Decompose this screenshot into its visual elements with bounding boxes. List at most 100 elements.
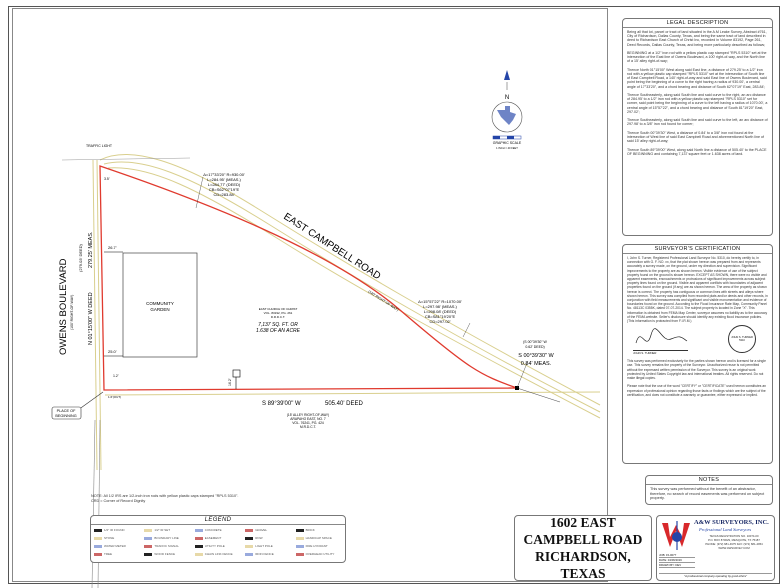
curve2-data: Δ=15°57'22" R=1070.00' L=297.98' (MEAS.)…: [418, 299, 462, 324]
owens-road-edges: [92, 159, 102, 471]
graphic-scale: GRAPHIC SCALE 1 INCH = 40 FEET: [492, 135, 522, 150]
dim-bottom: 25.0': [108, 349, 117, 354]
owner-line: D.R.D.C.T.: [271, 315, 286, 319]
curve1-line: L=284.77' (DEED): [208, 182, 241, 187]
legend-symbol-icon: [94, 552, 102, 556]
job-number: JOB: 15-0077: [659, 553, 695, 558]
owens-name: OWENS BOULEVARD: [58, 258, 69, 355]
pob-line: BEGINNING: [55, 414, 76, 418]
legend-item: TRAFFIC SIGNAL: [142, 542, 192, 550]
legend-item-label: EASEMENT: [204, 536, 222, 540]
curve1-line: CD=283.84': [213, 192, 234, 197]
pob-line: PLACE OF: [57, 409, 76, 413]
east-line-meas-2: 0.84' MEAS.: [521, 361, 552, 367]
legend-symbol-icon: [245, 536, 254, 540]
owens-row: (100' RIGHT-OF-WAY): [70, 295, 74, 330]
legend-symbol-icon: [295, 544, 304, 548]
legend-symbol-icon: [94, 536, 102, 540]
legend-item: 1/2" IR FOUND: [92, 526, 142, 534]
legend-item-label: OVERHEAD UTILITY: [305, 552, 335, 556]
company-info-line: WWW.AWSURVEY.COM: [718, 546, 750, 550]
company-info-line: TEXAS REGISTRATION NO. 10074-00: [709, 534, 759, 538]
dim-small-1: 3.5': [104, 177, 110, 181]
community-garden: [122, 252, 198, 358]
campbell-road-edges: [99, 154, 601, 419]
signature-area: JOHN S. TURNER JOHN S. TURNER 5310: [623, 325, 772, 357]
legal-title: LEGAL DESCRIPTION: [623, 19, 772, 28]
company-tagline: Professional Land Surveyors: [699, 527, 752, 532]
company-motto: "A professional company operating by goo…: [659, 573, 772, 578]
notes-title: NOTES: [646, 476, 772, 485]
legend-item: 1/2" IR SET: [142, 526, 192, 534]
curve1-line: L=284.95' (MEAS.): [207, 177, 241, 182]
east-line-deed: (S 00°39'30" W: [523, 340, 547, 344]
alley-label: (15' ALLEY RIGHT-OF-WAY) ARAPAHO EAST, N…: [287, 413, 329, 429]
legend-item-label: HANDICAP SPACE: [305, 536, 332, 540]
alley-line: VOL. 76241, PG. 424: [292, 421, 324, 425]
dim-out: 1.6'(OUT): [108, 395, 121, 399]
legend-item: IRON FENCE: [243, 550, 293, 558]
area-line: 7,137 SQ. FT. OR: [258, 322, 298, 328]
sheet-border: [8, 6, 780, 584]
legend-item-label: 1/2" IR SET: [154, 528, 171, 532]
curve2-line: CB=S81°19'20"E: [425, 314, 456, 319]
traffic-light-line: [61, 157, 191, 161]
legend-item: GRAVEL: [243, 526, 293, 534]
legend-item-label: WOOD FENCE: [154, 552, 176, 556]
alley-line: ARAPAHO EAST, NO. 7: [290, 417, 326, 421]
legend-symbol-icon: [245, 528, 254, 532]
west-line-deed-dist: (279.03' DEED): [78, 243, 83, 272]
legend-item-label: IRON FENCE: [255, 552, 274, 556]
legend-item: CONCRETE: [193, 526, 243, 534]
legend-item-label: BRICK: [305, 528, 315, 532]
garden-line: GARDEN: [150, 307, 169, 312]
dim-top: 26.7': [108, 245, 117, 250]
east-line-data: (S 00°39'30" W 0.62' DEED) S 00°39'30" W…: [518, 340, 554, 367]
alley-line: M.R.D.C.T.: [300, 425, 316, 429]
legend-item: WOOD FENCE: [142, 550, 192, 558]
legend-item: FIRE HYDRANT: [294, 542, 344, 550]
garden-label: COMMUNITY GARDEN: [146, 301, 174, 312]
legend-item-label: FIRE HYDRANT: [305, 544, 328, 548]
legend-symbol-icon: [94, 544, 102, 548]
owner-line: EAST CHURCH OF CHRIST: [259, 307, 298, 311]
signer-name: JOHN S. TURNER: [633, 350, 688, 355]
legend-item-label: BOUNDARY LINE: [154, 536, 179, 540]
place-of-beginning-tag: PLACE OF BEGINNING: [51, 406, 82, 420]
traffic-light-label: TRAFFIC LIGHT: [86, 144, 113, 148]
drawing-border: [12, 8, 608, 582]
job-date: DATE: 04/06/2016: [659, 558, 695, 563]
company-block: A&W SURVEYORS, INC. Professional Land Su…: [656, 515, 775, 581]
legend-symbol-icon: [144, 544, 153, 548]
south-bearing: S 89°39'00" W: [262, 401, 301, 407]
curve1-line: CB=S62°07'19"E: [209, 187, 240, 192]
sign-icon: [232, 369, 241, 378]
legend-item: HANDICAP SPACE: [294, 534, 344, 542]
curve2-line: Δ=15°57'22" R=1070.00': [418, 299, 462, 304]
certification-text: I, John S. Turner, Registered Profession…: [627, 256, 768, 324]
legend-item-label: CHAIN LINK FENCE: [204, 552, 233, 556]
notes-panel: NOTES This survey was performed without …: [645, 475, 773, 505]
title-block: 1602 EAST CAMPBELL ROAD RICHARDSON, TEXA…: [514, 515, 652, 581]
signature-icon: [635, 328, 688, 344]
alley-line: (15' ALLEY RIGHT-OF-WAY): [287, 413, 329, 417]
legend-symbol-icon: [194, 528, 203, 532]
legend-symbol-icon: [144, 536, 153, 540]
drawing-note: NOTE: All 1/2 IRS are 1/2-inch iron rods…: [91, 494, 239, 503]
curve1-data: Δ=17°33'20" R=930.00' L=284.95' (MEAS.) …: [203, 172, 245, 197]
legend-item-label: UTILITY POLE: [204, 544, 225, 548]
legend-symbol-icon: [295, 536, 304, 540]
legend-symbol-icon: [194, 544, 203, 548]
notes-text: This survey was performed without the be…: [650, 487, 765, 501]
legend-item: BRICK: [294, 526, 344, 534]
legend-title: LEGEND: [91, 516, 345, 525]
certification-title: SURVEYOR'S CERTIFICATION: [623, 245, 772, 254]
company-name: A&W SURVEYORS, INC.: [694, 519, 769, 526]
legend-symbol-icon: [144, 528, 153, 532]
scale-value: 1 INCH = 40 FEET: [496, 146, 518, 150]
legend-symbol-icon: [144, 552, 153, 556]
legend-symbol-icon: [194, 552, 203, 556]
legend-item-label: CONCRETE: [204, 528, 222, 532]
legend-item: EASEMENT: [193, 534, 243, 542]
legend-symbol-icon: [245, 552, 254, 556]
